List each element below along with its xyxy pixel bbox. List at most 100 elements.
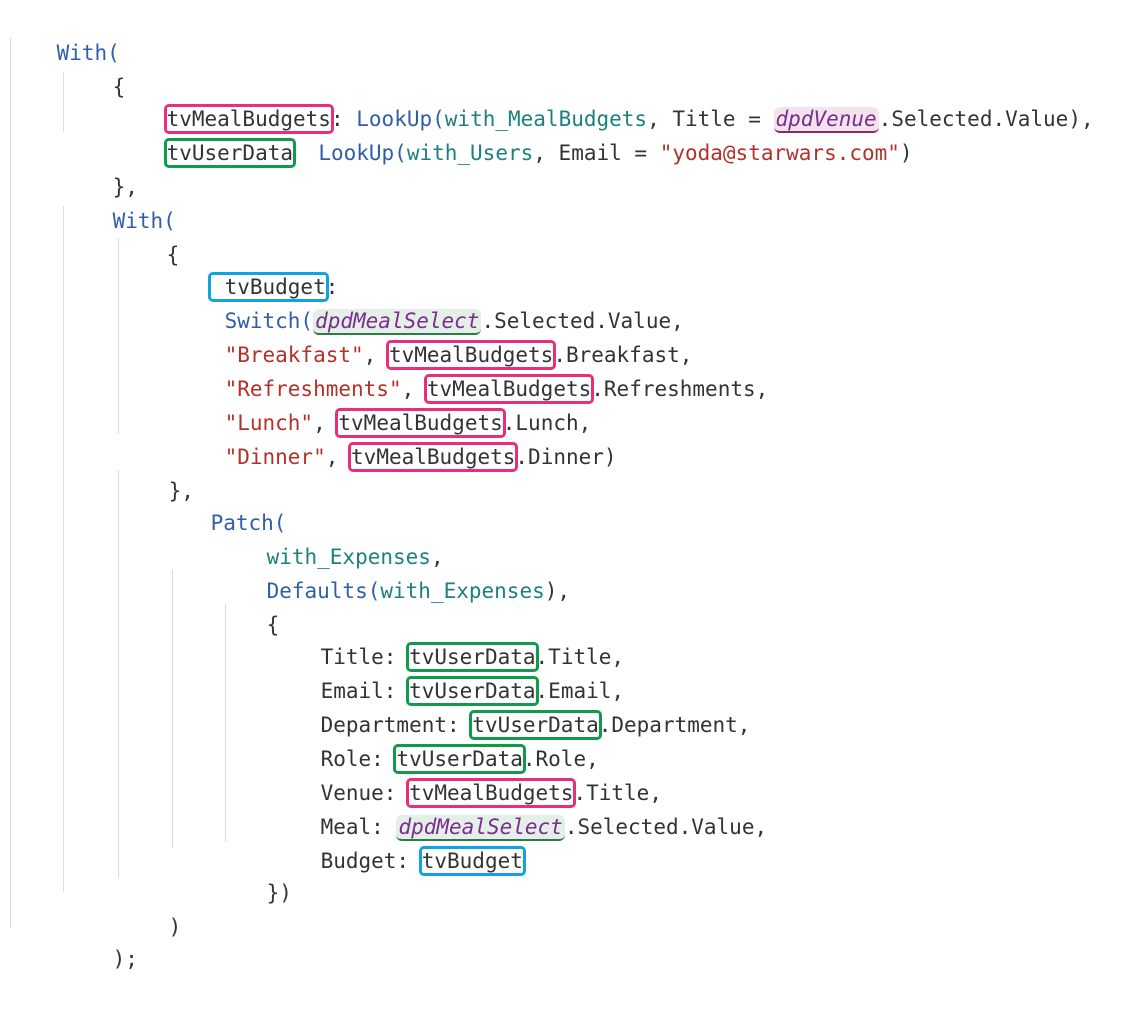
with-mealbudgets-table: with_MealBudgets xyxy=(444,107,648,131)
switch-function: Switch( xyxy=(224,309,314,333)
lunch-string: "Lunch" xyxy=(224,411,314,435)
dpdMealSelect-control: dpdMealSelect xyxy=(396,815,565,841)
indent-guide xyxy=(10,38,11,928)
venue-key: Venue: xyxy=(320,781,410,805)
code-line-21: Department: tvUserData.Department, xyxy=(270,674,750,740)
close-brace: }, xyxy=(112,175,138,199)
dinner-field: .Dinner) xyxy=(515,445,617,469)
code-line-24: Meal: dpdMealSelect.Selected.Value, xyxy=(270,776,767,841)
code-line-8: tvBudget: xyxy=(160,236,338,302)
with-keyword: With( xyxy=(112,209,176,233)
colon: : xyxy=(330,107,344,131)
indent-guide xyxy=(63,72,64,132)
space xyxy=(293,141,318,165)
code-line-23: Venue: tvMealBudgets.Title, xyxy=(270,742,662,808)
patch-function: Patch( xyxy=(210,511,287,535)
dinner-string: "Dinner" xyxy=(224,445,326,469)
indent-guide xyxy=(225,604,226,842)
close-paren: ) xyxy=(168,915,182,939)
code-line-16: with_Expenses, xyxy=(216,506,444,569)
refreshments-field: .Refreshments, xyxy=(591,377,769,401)
code-line-5: }, xyxy=(62,136,138,199)
code-line-18: { xyxy=(216,574,280,637)
tvMealBudgets-variable: tvMealBudgets xyxy=(385,340,557,370)
indent-guide xyxy=(172,570,173,848)
breakfast-string: "Breakfast" xyxy=(224,343,364,367)
selected-value: .Selected.Value, xyxy=(481,309,684,333)
code-line-3: tvMealBudgets: LookUp(with_MealBudgets, … xyxy=(116,68,1094,134)
close-brace: }, xyxy=(168,479,194,503)
close-brace-paren: }) xyxy=(266,881,292,905)
separator: , xyxy=(401,377,427,401)
role-key: Role: xyxy=(320,747,397,771)
separator: , xyxy=(363,343,389,367)
code-line-4: tvUserData LookUp(with_Users, Email = "y… xyxy=(116,102,913,168)
email-key: Email: xyxy=(320,679,410,703)
code-line-28: ); xyxy=(62,908,138,971)
code-line-1: With( xyxy=(6,2,120,65)
tvMealBudgets-variable: tvMealBudgets xyxy=(335,408,506,438)
lookup-function: LookUp( xyxy=(318,141,407,165)
code-line-19: Title: tvUserData.Title, xyxy=(270,606,624,672)
tvUserData-variable: tvUserData xyxy=(406,642,539,672)
code-line-11: "Refreshments", tvMealBudgets.Refreshmen… xyxy=(174,338,768,404)
meal-key: Meal: xyxy=(320,815,397,839)
tvUserData-variable: tvUserData xyxy=(393,744,526,774)
code-line-10: "Breakfast", tvMealBudgets.Breakfast, xyxy=(174,304,692,370)
code-line-9: Switch(dpdMealSelect.Selected.Value, xyxy=(174,270,684,335)
email-string: "yoda@starwars.com" xyxy=(659,141,900,165)
code-line-17: Defaults(with_Expenses), xyxy=(216,540,570,603)
open-brace: { xyxy=(112,75,126,99)
close-paren: ) xyxy=(899,141,913,165)
tvUserData-variable: tvUserData xyxy=(406,676,539,706)
tvUserData-variable: tvUserData xyxy=(163,138,297,168)
selected-value: .Selected.Value, xyxy=(564,815,768,839)
code-line-20: Email: tvUserData.Email, xyxy=(270,640,624,706)
department-key: Department: xyxy=(320,713,473,737)
lunch-field: .Lunch, xyxy=(502,411,592,435)
budget-key: Budget: xyxy=(320,849,422,873)
colon: : xyxy=(325,275,339,299)
tvUserData-variable: tvUserData xyxy=(469,710,602,740)
title-condition: , Title = xyxy=(647,107,774,131)
refreshments-string: "Refreshments" xyxy=(224,377,402,401)
tvMealBudgets-variable: tvMealBudgets xyxy=(423,374,595,404)
open-brace: { xyxy=(166,243,180,267)
separator: , xyxy=(325,445,352,469)
with-expenses-table: with_Expenses xyxy=(266,545,431,569)
code-line-26: }) xyxy=(216,842,292,905)
tvBudget-variable: tvBudget xyxy=(207,272,329,302)
open-brace: { xyxy=(266,613,280,637)
separator: , xyxy=(313,411,339,435)
with-users-table: with_Users xyxy=(406,141,534,165)
lookup-function: LookUp( xyxy=(356,107,445,131)
dpdVenue-control: dpdVenue xyxy=(773,107,879,133)
indent-guide xyxy=(118,470,119,878)
code-line-27: ) xyxy=(118,876,182,939)
close-statement: ); xyxy=(112,947,138,971)
department-field: .Department, xyxy=(598,713,751,737)
code-line-7: { xyxy=(116,204,180,267)
tvMealBudgets-variable: tvMealBudgets xyxy=(348,442,519,472)
defaults-function: Defaults( xyxy=(266,579,381,603)
email-condition: , Email = xyxy=(533,141,660,165)
with-expenses-table: with_Expenses xyxy=(380,579,545,603)
tvMealBudgets-variable: tvMealBudgets xyxy=(163,104,334,134)
venue-field: .Title, xyxy=(573,781,662,805)
indent-guide xyxy=(63,206,64,892)
title-key: Title: xyxy=(320,645,410,669)
indent-guide xyxy=(118,238,119,434)
code-line-25: Budget: tvBudget xyxy=(270,810,526,876)
code-line-15: Patch( xyxy=(160,472,287,535)
email-field: .Email, xyxy=(535,679,625,703)
tvMealBudgets-variable: tvMealBudgets xyxy=(406,778,577,808)
dpdMealSelect-control: dpdMealSelect xyxy=(313,309,482,335)
comma: , xyxy=(430,545,444,569)
tvBudget-variable: tvBudget xyxy=(418,846,526,876)
close-paren: ), xyxy=(544,579,571,603)
code-line-22: Role: tvUserData.Role, xyxy=(270,708,599,774)
with-keyword: With( xyxy=(56,41,120,65)
code-line-14: }, xyxy=(118,440,194,503)
code-editor[interactable]: With( { tvMealBudgets: LookUp(with_MealB… xyxy=(0,0,1140,971)
code-line-2: { xyxy=(62,36,126,99)
